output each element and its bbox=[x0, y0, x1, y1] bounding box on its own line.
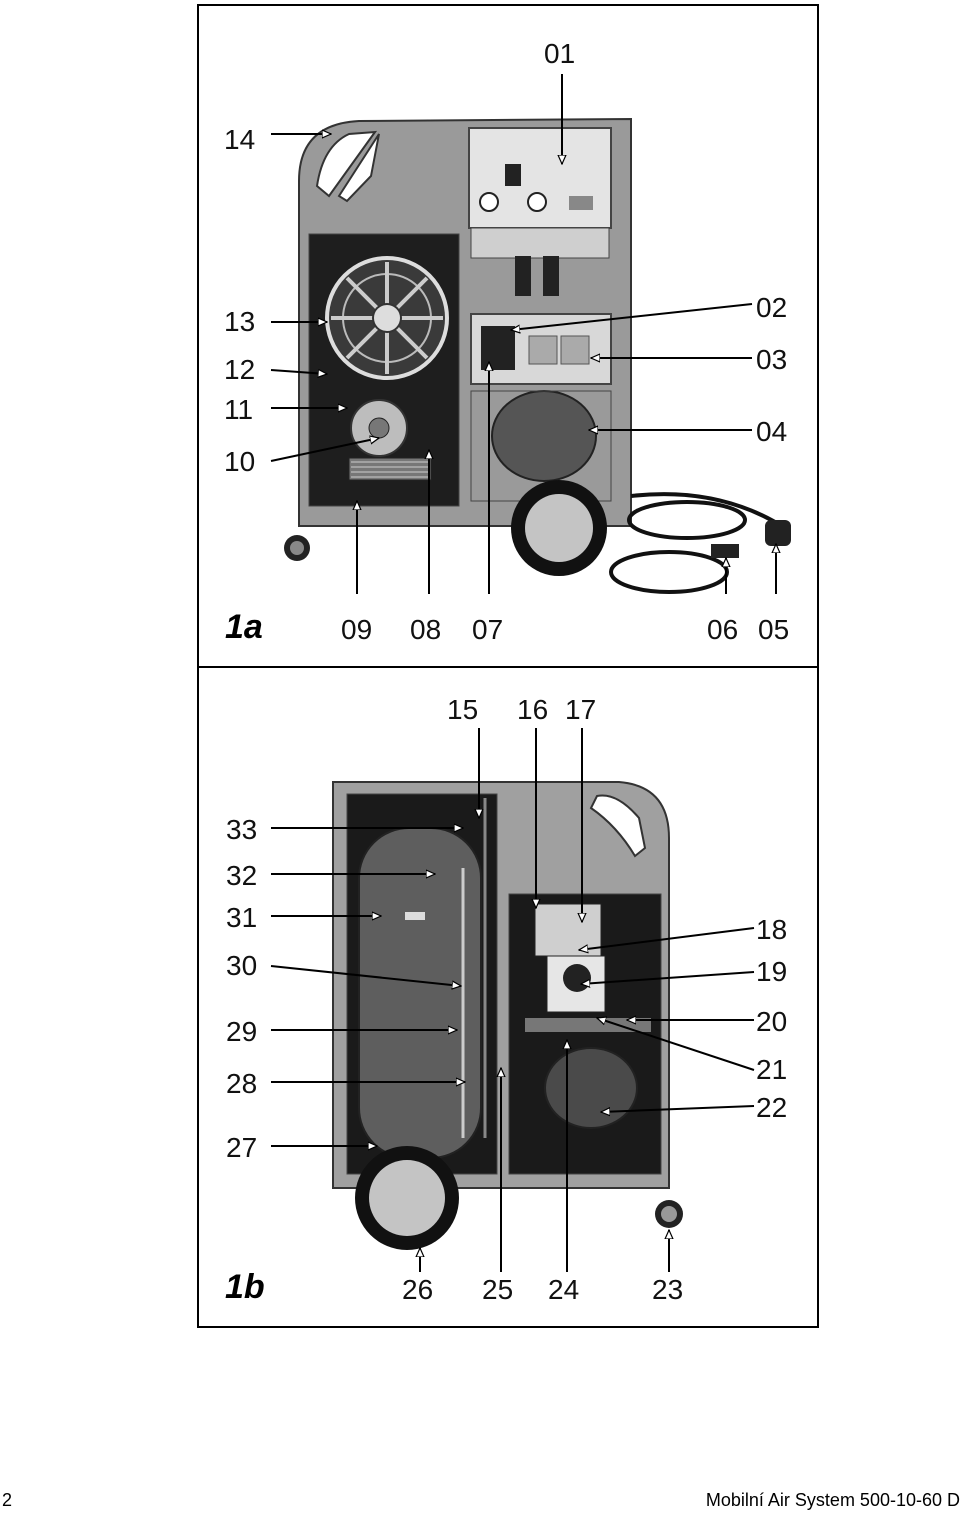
callout-31: 31 bbox=[226, 902, 258, 933]
callout-02: 02 bbox=[756, 292, 788, 323]
compressor-back-photo bbox=[270, 728, 755, 1272]
callout-05: 05 bbox=[758, 614, 790, 645]
callout-19: 19 bbox=[756, 956, 788, 987]
callout-29: 29 bbox=[226, 1016, 258, 1047]
callout-28: 28 bbox=[226, 1068, 258, 1099]
callout-32: 32 bbox=[226, 860, 258, 891]
callout-12: 12 bbox=[224, 354, 256, 385]
callout-03: 03 bbox=[756, 344, 788, 375]
callout-33: 33 bbox=[226, 814, 258, 845]
callout-09: 09 bbox=[341, 614, 373, 645]
callout-30: 30 bbox=[226, 950, 258, 981]
callout-22: 22 bbox=[756, 1092, 788, 1123]
callout-14: 14 bbox=[224, 124, 256, 155]
callout-26: 26 bbox=[402, 1274, 434, 1305]
figure-label: 1a bbox=[225, 608, 263, 646]
callout-17: 17 bbox=[565, 694, 597, 725]
callout-01: 01 bbox=[544, 38, 576, 69]
callout-13: 13 bbox=[224, 306, 256, 337]
figure-1b-panel: 15 16 17 18 19 20 21 22 23 24 25 26 27 2… bbox=[197, 666, 819, 1328]
callout-25: 25 bbox=[482, 1274, 514, 1305]
callout-16: 16 bbox=[517, 694, 549, 725]
callout-20: 20 bbox=[756, 1006, 788, 1037]
compressor-front-photo bbox=[270, 74, 791, 594]
callout-10: 10 bbox=[224, 446, 256, 477]
document-title: Mobilní Air System 500-10-60 D bbox=[705, 1490, 960, 1510]
callout-04: 04 bbox=[756, 416, 788, 447]
figure-label: 1b bbox=[225, 1268, 265, 1306]
page-number: 2 bbox=[2, 1490, 13, 1510]
callout-07: 07 bbox=[472, 614, 504, 645]
callout-18: 18 bbox=[756, 914, 788, 945]
figure-1a-panel: 01 02 03 04 05 06 07 08 09 10 11 12 13 1… bbox=[197, 4, 819, 668]
callout-21: 21 bbox=[756, 1054, 788, 1085]
callout-08: 08 bbox=[410, 614, 442, 645]
callout-27: 27 bbox=[226, 1132, 258, 1163]
callout-15: 15 bbox=[447, 694, 479, 725]
callout-23: 23 bbox=[652, 1274, 684, 1305]
callout-24: 24 bbox=[548, 1274, 580, 1305]
callout-06: 06 bbox=[707, 614, 739, 645]
callout-11: 11 bbox=[224, 394, 254, 425]
